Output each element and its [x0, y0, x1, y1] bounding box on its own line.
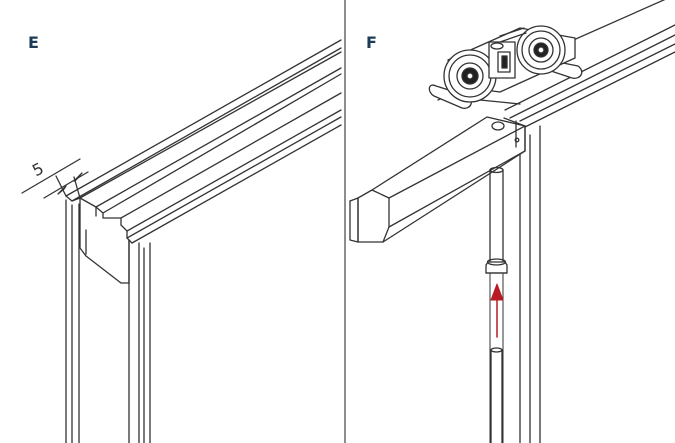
panel-f-drawing	[349, 0, 675, 443]
direction-arrow	[490, 283, 504, 338]
roller-carriage	[428, 25, 583, 109]
panel-f-label: F	[366, 33, 377, 52]
mounting-pin	[485, 166, 508, 443]
panel-e-drawing	[21, 39, 342, 443]
dimension-line	[21, 158, 81, 194]
panel-e-label: E	[28, 33, 39, 52]
top-rail	[65, 39, 342, 197]
front-glass	[126, 109, 342, 232]
bracket-bar	[357, 116, 526, 243]
rail-profile	[65, 195, 122, 226]
